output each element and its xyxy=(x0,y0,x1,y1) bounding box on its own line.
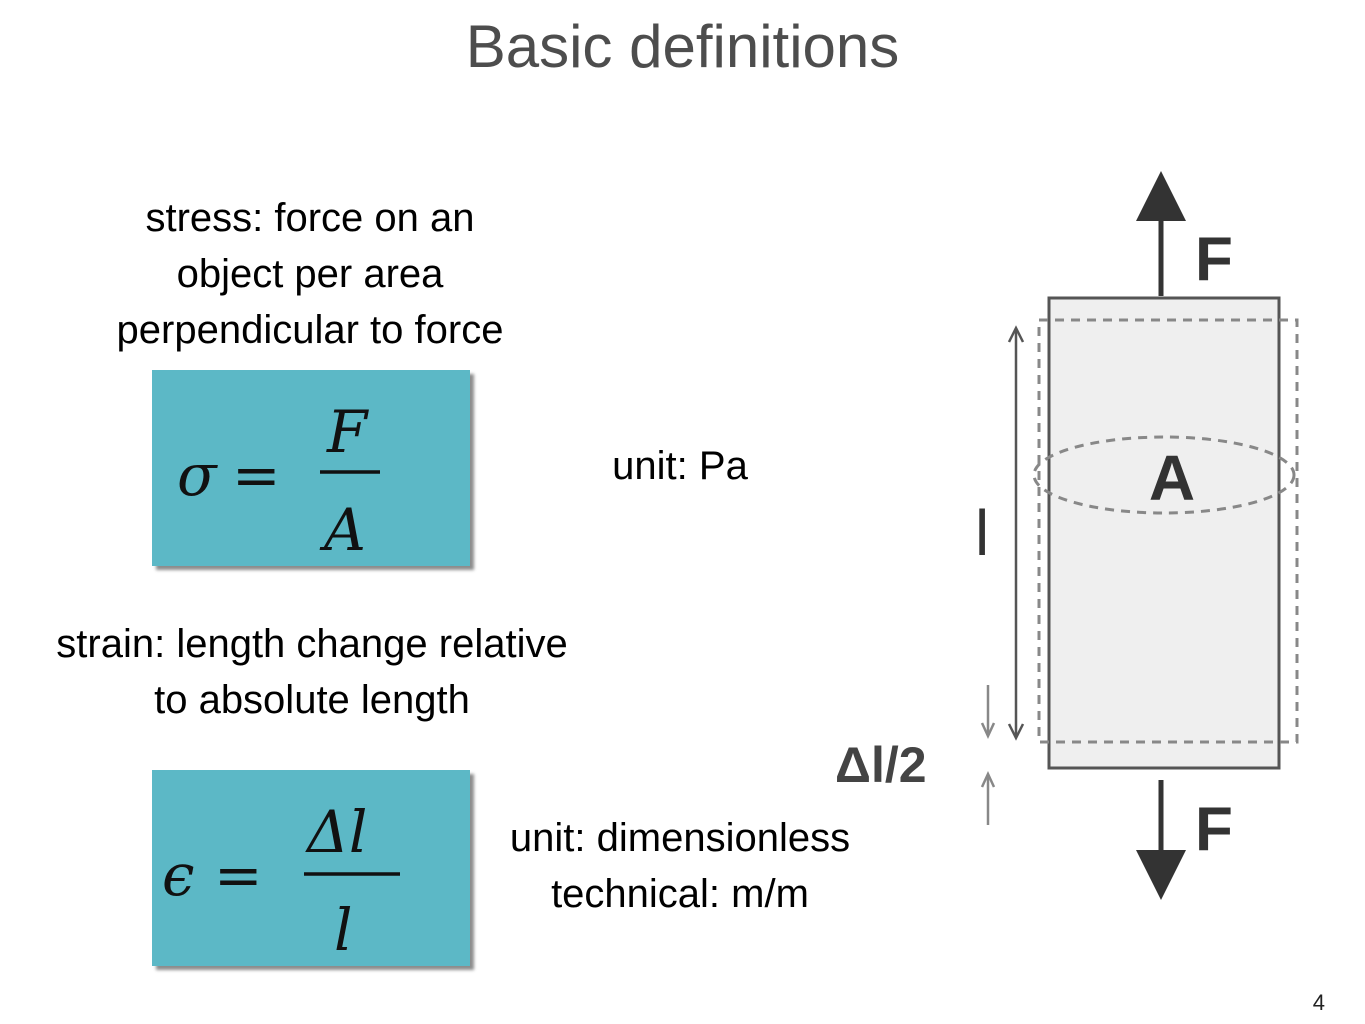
stress-numerator: F xyxy=(326,398,369,466)
strain-unit: unit: dimensionless technical: m/m xyxy=(470,810,890,922)
strain-formula: ϵ = Δl l xyxy=(152,770,470,966)
delta-label: Δl/2 xyxy=(835,737,927,793)
strain-unit-line-1: unit: dimensionless xyxy=(509,816,851,860)
stress-symbol: σ xyxy=(177,441,218,509)
strain-symbol: ϵ xyxy=(162,841,194,909)
stress-line-1: stress: force on an xyxy=(145,196,475,240)
length-label: l xyxy=(975,497,989,569)
specimen-body xyxy=(1047,296,1281,770)
specimen-diagram: A F F l Δl/2 xyxy=(835,171,1299,900)
stress-line-3: perpendicular to force xyxy=(116,308,504,352)
strain-denominator: l xyxy=(334,896,353,964)
strain-line-1: strain: length change relative xyxy=(56,622,568,666)
slide-title: Basic definitions xyxy=(465,13,900,80)
stress-definition: stress: force on an object per area perp… xyxy=(60,190,560,358)
area-label: A xyxy=(1149,442,1195,514)
force-bottom-label: F xyxy=(1195,795,1233,864)
stress-unit: unit: Pa xyxy=(612,444,748,488)
strain-line-2: to absolute length xyxy=(154,678,470,722)
stress-formula-graphic: σ = F A xyxy=(177,398,380,564)
stretched-outline xyxy=(1037,318,1299,744)
delta-arrow-bottom-head xyxy=(980,771,996,788)
cross-section-ellipse xyxy=(1032,435,1296,515)
force-top-label: F xyxy=(1195,225,1233,294)
stress-formula: σ = F A xyxy=(152,370,470,566)
stress-denominator: A xyxy=(319,496,366,564)
stress-equals: = xyxy=(232,441,281,509)
stress-line-2: object per area xyxy=(176,252,444,296)
strain-numerator: Δl xyxy=(305,798,367,866)
strain-definition: strain: length change relative to absolu… xyxy=(0,616,624,728)
page-number: 4 xyxy=(1312,990,1325,1015)
strain-formula-graphic: ϵ = Δl l xyxy=(162,798,400,964)
strain-equals: = xyxy=(214,841,263,909)
length-arrow-bottom-head xyxy=(1007,723,1025,741)
strain-unit-line-2: technical: m/m xyxy=(551,872,809,916)
length-arrow-top-head xyxy=(1007,325,1025,343)
delta-arrow-top-head xyxy=(980,722,996,739)
